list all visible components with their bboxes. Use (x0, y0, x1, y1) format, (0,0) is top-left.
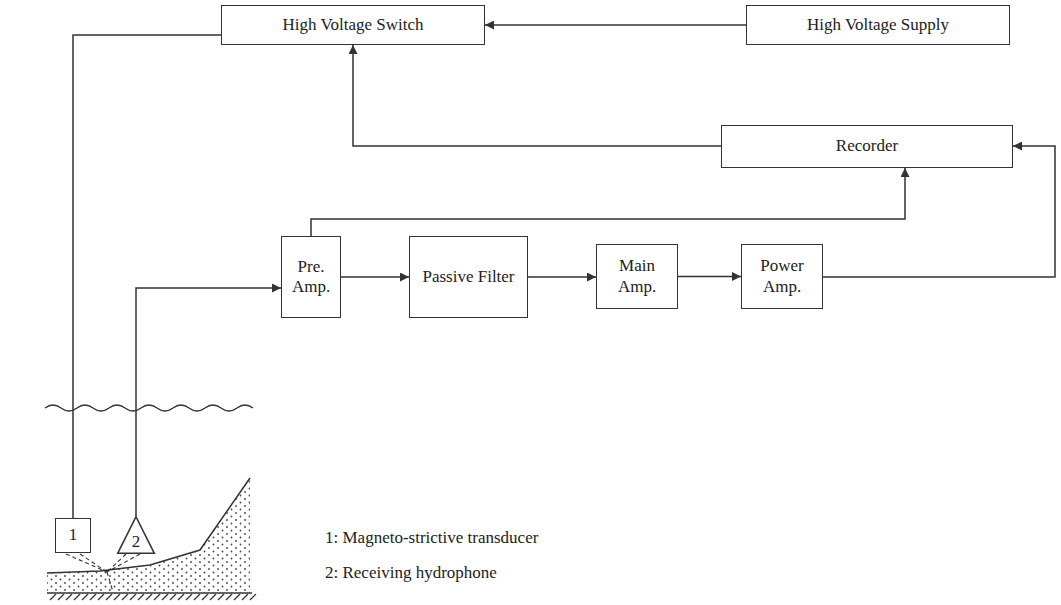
signal-line (353, 45, 721, 146)
filter-box: Passive Filter (409, 236, 528, 318)
sound-rays (66, 554, 140, 592)
signal-line (136, 288, 281, 516)
signal-line (485, 24, 746, 26)
node-text: Main Amp. (603, 256, 671, 297)
signal-line (73, 35, 221, 518)
water-surface (45, 405, 253, 411)
node-text: Passive Filter (422, 267, 514, 287)
node-text: High Voltage Supply (807, 15, 949, 35)
amplifier-box: Pre. Amp. (281, 236, 341, 318)
node-text: 2 (132, 532, 141, 552)
node-text: High Voltage Switch (282, 15, 423, 35)
bedrock-hatching (50, 594, 256, 600)
amplifier-box: Power Amp. (741, 244, 823, 309)
switch-box: High Voltage Switch (221, 5, 485, 45)
signal-line (528, 276, 596, 278)
signal-line (311, 168, 905, 236)
node-text: 1 (69, 525, 78, 545)
legend-note: 1: Magneto-strictive transducer (325, 528, 538, 548)
supply-box: High Voltage Supply (746, 5, 1010, 45)
signal-line (341, 276, 409, 278)
sediment-stipple (47, 470, 252, 595)
seabed-surface (47, 478, 250, 573)
transducer-box: 1 (55, 518, 91, 553)
recorder-box: Recorder (721, 125, 1013, 168)
signal-line (678, 276, 741, 278)
node-text: Recorder (836, 136, 898, 156)
node-text: Pre. Amp. (288, 257, 334, 298)
hydrophone-triangle: 2 (117, 516, 155, 554)
node-text: Power Amp. (748, 256, 816, 297)
amplifier-box: Main Amp. (596, 244, 678, 309)
bedrock-line (47, 592, 252, 594)
legend-note: 2: Receiving hydrophone (325, 563, 497, 583)
